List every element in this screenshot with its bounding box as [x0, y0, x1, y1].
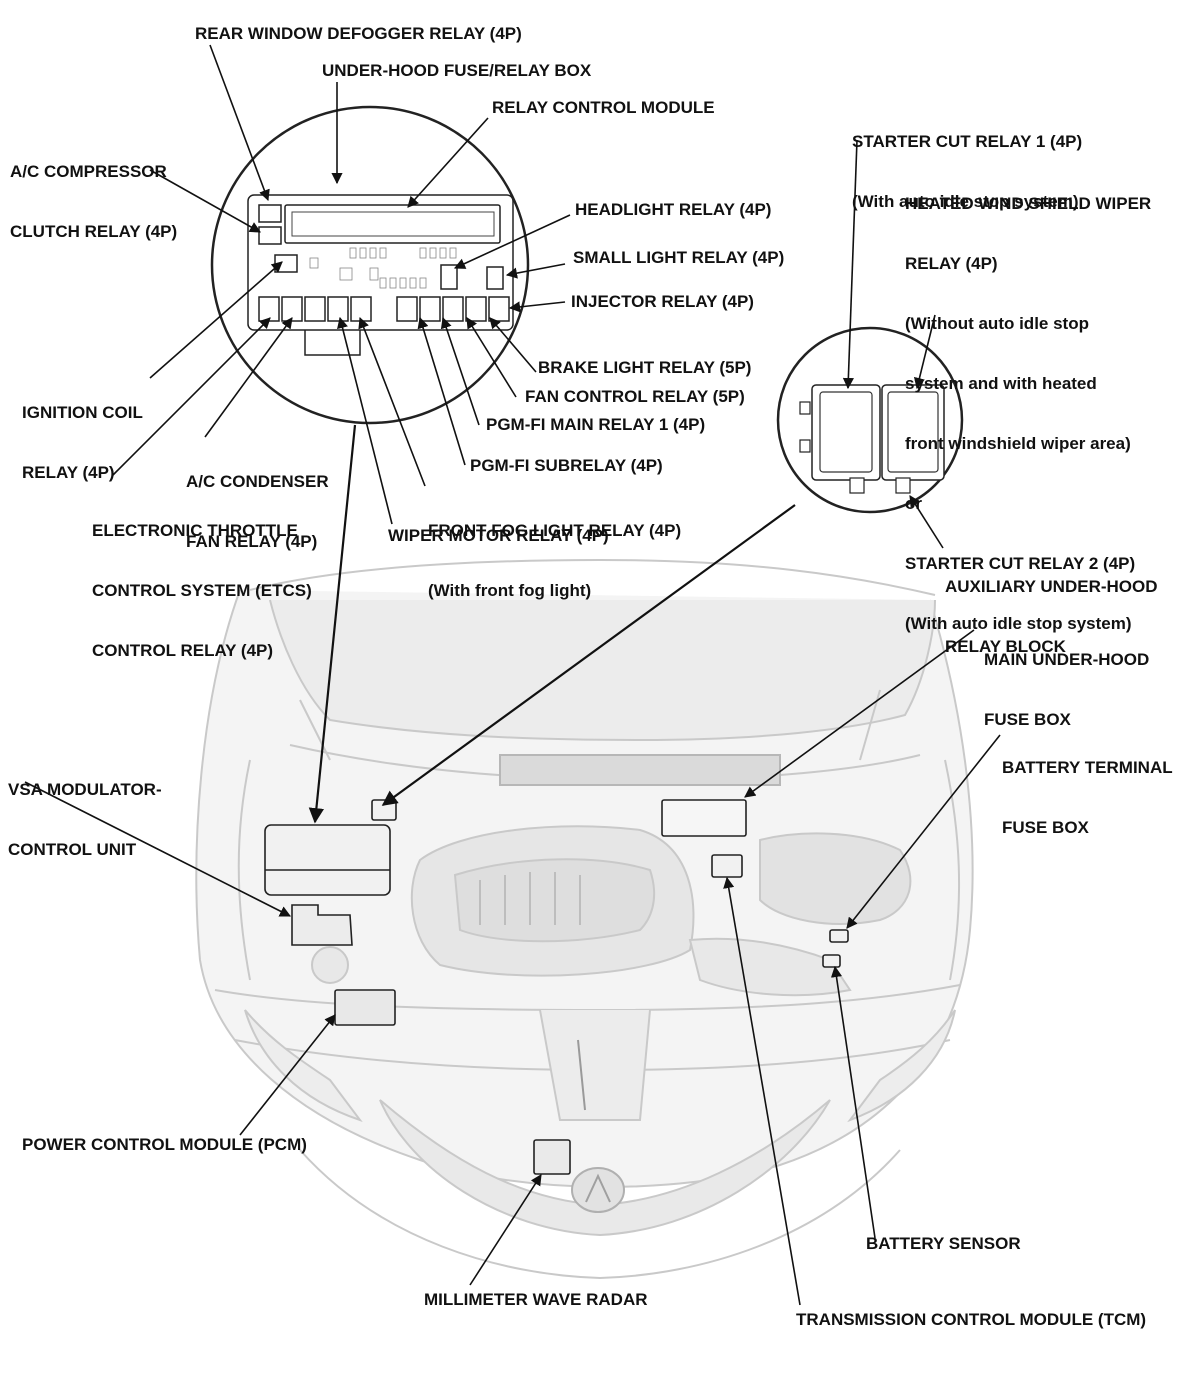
label-pcm: POWER CONTROL MODULE (PCM) — [22, 1135, 307, 1154]
label-millimeter-wave-radar: MILLIMETER WAVE RADAR — [424, 1290, 648, 1309]
label-wiper-motor-relay: WIPER MOTOR RELAY (4P) — [388, 526, 609, 545]
label-heated-wiper-relay: HEATED WIND SHIELD WIPER RELAY (4P) (Wit… — [905, 194, 1152, 633]
label-pgm-fi-subrelay: PGM-FI SUBRELAY (4P) — [470, 456, 663, 475]
label-vsa-modulator: VSA MODULATOR- CONTROL UNIT — [8, 780, 162, 859]
label-battery-sensor: BATTERY SENSOR — [866, 1234, 1021, 1253]
fuse-relay-box-shape — [264, 824, 391, 896]
radar-shape — [533, 1139, 571, 1175]
label-battery-terminal-fuse-box: BATTERY TERMINAL FUSE BOX — [1002, 758, 1173, 837]
label-tcm: TRANSMISSION CONTROL MODULE (TCM) — [796, 1310, 1147, 1329]
vsa-unit-shape — [291, 904, 353, 946]
label-ac-condenser-fan-relay: A/C CONDENSER FAN RELAY (4P) — [186, 472, 329, 551]
label-small-light-relay: SMALL LIGHT RELAY (4P) — [573, 248, 785, 267]
label-rear-window-defogger-relay: REAR WINDOW DEFOGGER RELAY (4P) — [195, 24, 522, 43]
label-fan-control-relay: FAN CONTROL RELAY (5P) — [525, 387, 745, 406]
detail-link-lines — [308, 424, 796, 824]
label-starter-cut-relay-1: STARTER CUT RELAY 1 (4P) (With auto idle… — [852, 132, 1083, 211]
label-relay-control-module: RELAY CONTROL MODULE — [492, 98, 715, 117]
engine-components — [264, 799, 849, 1175]
label-ignition-coil-relay: IGNITION COIL RELAY (4P) — [22, 403, 143, 482]
aux-relay-detail — [776, 326, 964, 514]
pcm-shape — [334, 989, 396, 1026]
fuse-box-detail — [210, 105, 530, 425]
battery-sensor-shape — [822, 954, 841, 968]
label-brake-light-relay: BRAKE LIGHT RELAY (5P) — [538, 358, 752, 377]
label-ac-compressor-clutch-relay: A/C COMPRESSOR CLUTCH RELAY (4P) — [10, 162, 178, 241]
label-main-fuse-box: MAIN UNDER-HOOD FUSE BOX — [984, 650, 1150, 729]
label-under-hood-fuse-relay-box: UNDER-HOOD FUSE/RELAY BOX — [322, 61, 592, 80]
label-injector-relay: INJECTOR RELAY (4P) — [571, 292, 754, 311]
label-etcs-control-relay: ELECTRONIC THROTTLE CONTROL SYSTEM (ETCS… — [92, 521, 312, 660]
label-pgm-fi-main-relay-1: PGM-FI MAIN RELAY 1 (4P) — [486, 415, 706, 434]
main-fuse-box-shape — [661, 799, 747, 837]
label-front-fog-light-relay: FRONT FOG LIGHT RELAY (4P) (With front f… — [428, 521, 682, 600]
battery-terminal-fuse-box-shape — [829, 929, 849, 943]
car-illustration — [195, 558, 974, 1280]
label-headlight-relay: HEADLIGHT RELAY (4P) — [575, 200, 772, 219]
tcm-shape — [711, 854, 743, 878]
leader-lines — [24, 44, 1001, 1306]
label-auxiliary-relay-block: AUXILIARY UNDER-HOOD RELAY BLOCK — [945, 577, 1158, 656]
